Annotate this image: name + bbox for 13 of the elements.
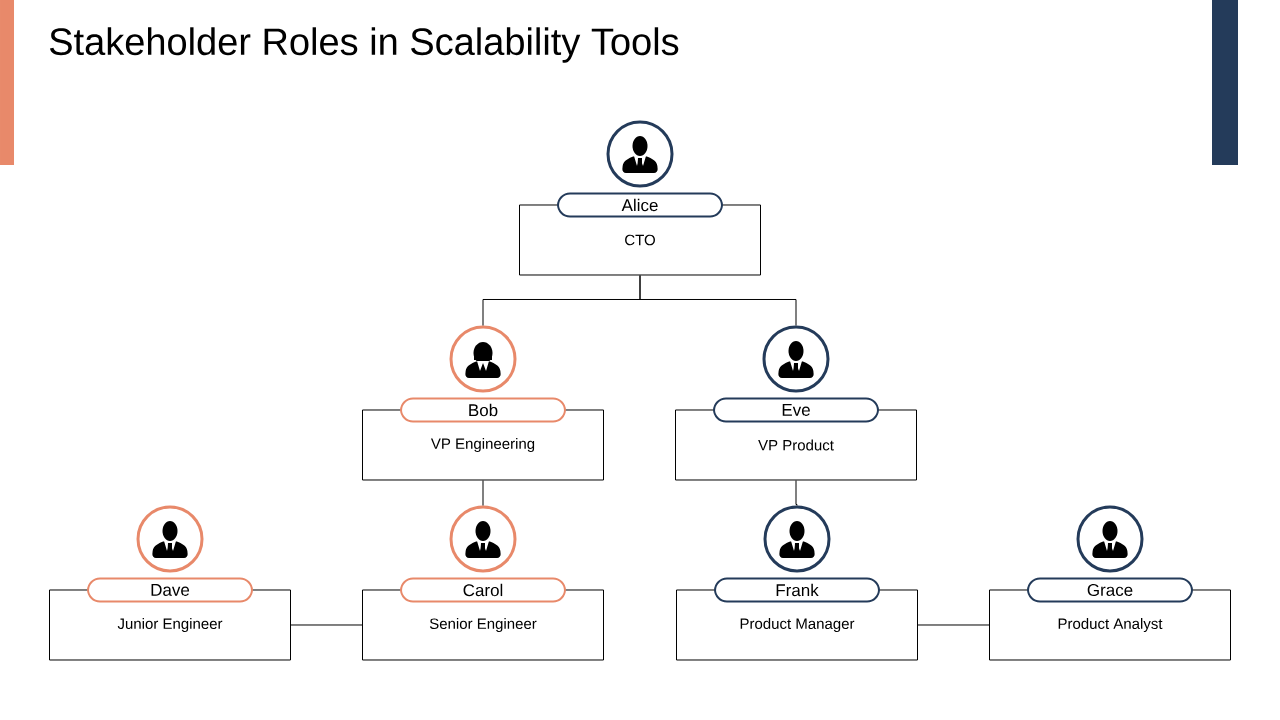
connector-line [639, 275, 797, 326]
name-pill: Dave [87, 577, 253, 603]
name-pill: Bob [400, 397, 566, 423]
title: Stakeholder Roles in Scalability Tools [49, 27, 679, 63]
name-pill: Eve [713, 397, 879, 423]
connector-line [917, 624, 990, 626]
connector-line [482, 480, 484, 506]
name-pill: Grace [1027, 577, 1193, 603]
name-pill: Carol [400, 577, 566, 603]
name-pill: Frank [714, 577, 880, 603]
name-pill: Alice [557, 192, 723, 218]
connector-line [290, 624, 363, 626]
connector-line [795, 480, 798, 506]
